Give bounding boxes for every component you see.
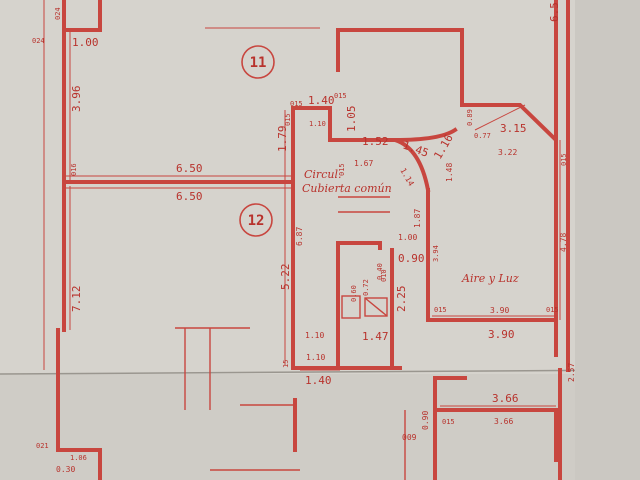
dim-187: 1.87 xyxy=(413,209,422,228)
wall-upper-room xyxy=(336,28,464,107)
elevator-cross xyxy=(364,297,388,317)
dim-167: 1.67 xyxy=(354,159,373,168)
unit-11-label: 11 xyxy=(250,55,267,71)
dim-65: 6.5 xyxy=(548,2,561,22)
dim-106: 1.06 xyxy=(70,454,87,462)
paper-right-strip xyxy=(575,0,640,480)
wall-top-left xyxy=(62,0,102,32)
dim-110-b: 1.10 xyxy=(305,331,324,340)
dim-179: 1.79 xyxy=(276,126,289,153)
dim-015-g: 015 xyxy=(442,418,455,426)
dim-015-b: 015 xyxy=(334,92,347,100)
dim-148: 1.48 xyxy=(445,163,454,182)
dim-072: 0.72 xyxy=(362,279,370,296)
light-well-label: Aire y Luz xyxy=(461,272,519,285)
dim-090-low: 0.90 xyxy=(421,411,430,430)
dim-152: 1.52 xyxy=(362,135,389,148)
dim-100-mid: 1.00 xyxy=(398,233,417,242)
dim-015-e: 015 xyxy=(434,306,447,314)
dim-015-d: 015 xyxy=(338,163,346,176)
dim-140-top: 1.40 xyxy=(308,94,335,107)
unit-11-circle xyxy=(241,45,275,79)
dim-322: 3.22 xyxy=(498,148,517,157)
dim-140-bottom: 1.40 xyxy=(305,374,332,387)
dim-010: 010 xyxy=(380,269,388,282)
dim-110-c: 1.10 xyxy=(306,353,325,362)
dim-line-stair xyxy=(474,104,526,131)
dim-009: 009 xyxy=(402,433,417,442)
dim-390-top: 3.90 xyxy=(490,306,509,315)
dim-100-top: 1.00 xyxy=(72,36,99,49)
dim-089: 0.89 xyxy=(466,109,474,126)
dim-390-bottom: 3.90 xyxy=(488,328,515,341)
dim-015-f: 015 xyxy=(560,153,568,166)
dim-257: 2.57 xyxy=(567,363,576,382)
dim-021: 021 xyxy=(36,442,49,450)
dim-090: 0.90 xyxy=(398,252,425,265)
dim-015-a: 015 xyxy=(290,100,303,108)
paper-fold-line xyxy=(0,369,640,375)
wall-light-well xyxy=(426,318,558,357)
dim-478: 4.78 xyxy=(559,233,568,252)
paper-lower-sheet xyxy=(0,374,640,480)
dim-522: 5.22 xyxy=(279,264,292,291)
wall-corridor-curve-2 xyxy=(392,127,458,143)
dim-394: 3.94 xyxy=(432,245,440,262)
dim-687: 6.87 xyxy=(295,227,304,246)
dim-110-a: 1.10 xyxy=(309,120,326,128)
unit-12-circle xyxy=(239,203,273,237)
dim-396: 3.96 xyxy=(70,86,83,113)
dim-105: 1.05 xyxy=(345,106,358,133)
dim-024-top: 024 xyxy=(54,7,62,20)
dim-147: 1.47 xyxy=(362,330,389,343)
circulation-label-1: Circul. xyxy=(304,168,341,181)
dim-650-top: 6.50 xyxy=(176,162,203,175)
dim-040: 0.40 xyxy=(376,263,384,280)
dim-015-c: 015 xyxy=(284,113,292,126)
circulation-label-2: Cubierta común xyxy=(302,182,392,195)
wall-elevator-top xyxy=(336,241,382,250)
dim-366-top: 3.66 xyxy=(492,392,519,405)
duct-box xyxy=(341,295,361,319)
dim-024-left: 024 xyxy=(32,37,45,45)
unit-12-label: 12 xyxy=(248,213,265,229)
dim-712: 7.12 xyxy=(70,286,83,313)
dim-315: 3.15 xyxy=(500,122,527,135)
dim-077: 0.77 xyxy=(474,132,491,140)
dim-650-bottom: 6.50 xyxy=(176,190,203,203)
elevator-box xyxy=(364,297,388,317)
dim-030: 0.30 xyxy=(56,465,75,474)
dim-060: 0.60 xyxy=(350,285,358,302)
dim-015-h: 015 xyxy=(546,306,559,314)
dim-366-bottom: 3.66 xyxy=(494,417,513,426)
dim-225: 2.25 xyxy=(395,286,408,313)
dim-15-bottom: 15 xyxy=(282,360,290,368)
lower-wall-4 xyxy=(433,408,558,462)
dim-016: 016 xyxy=(70,163,78,176)
